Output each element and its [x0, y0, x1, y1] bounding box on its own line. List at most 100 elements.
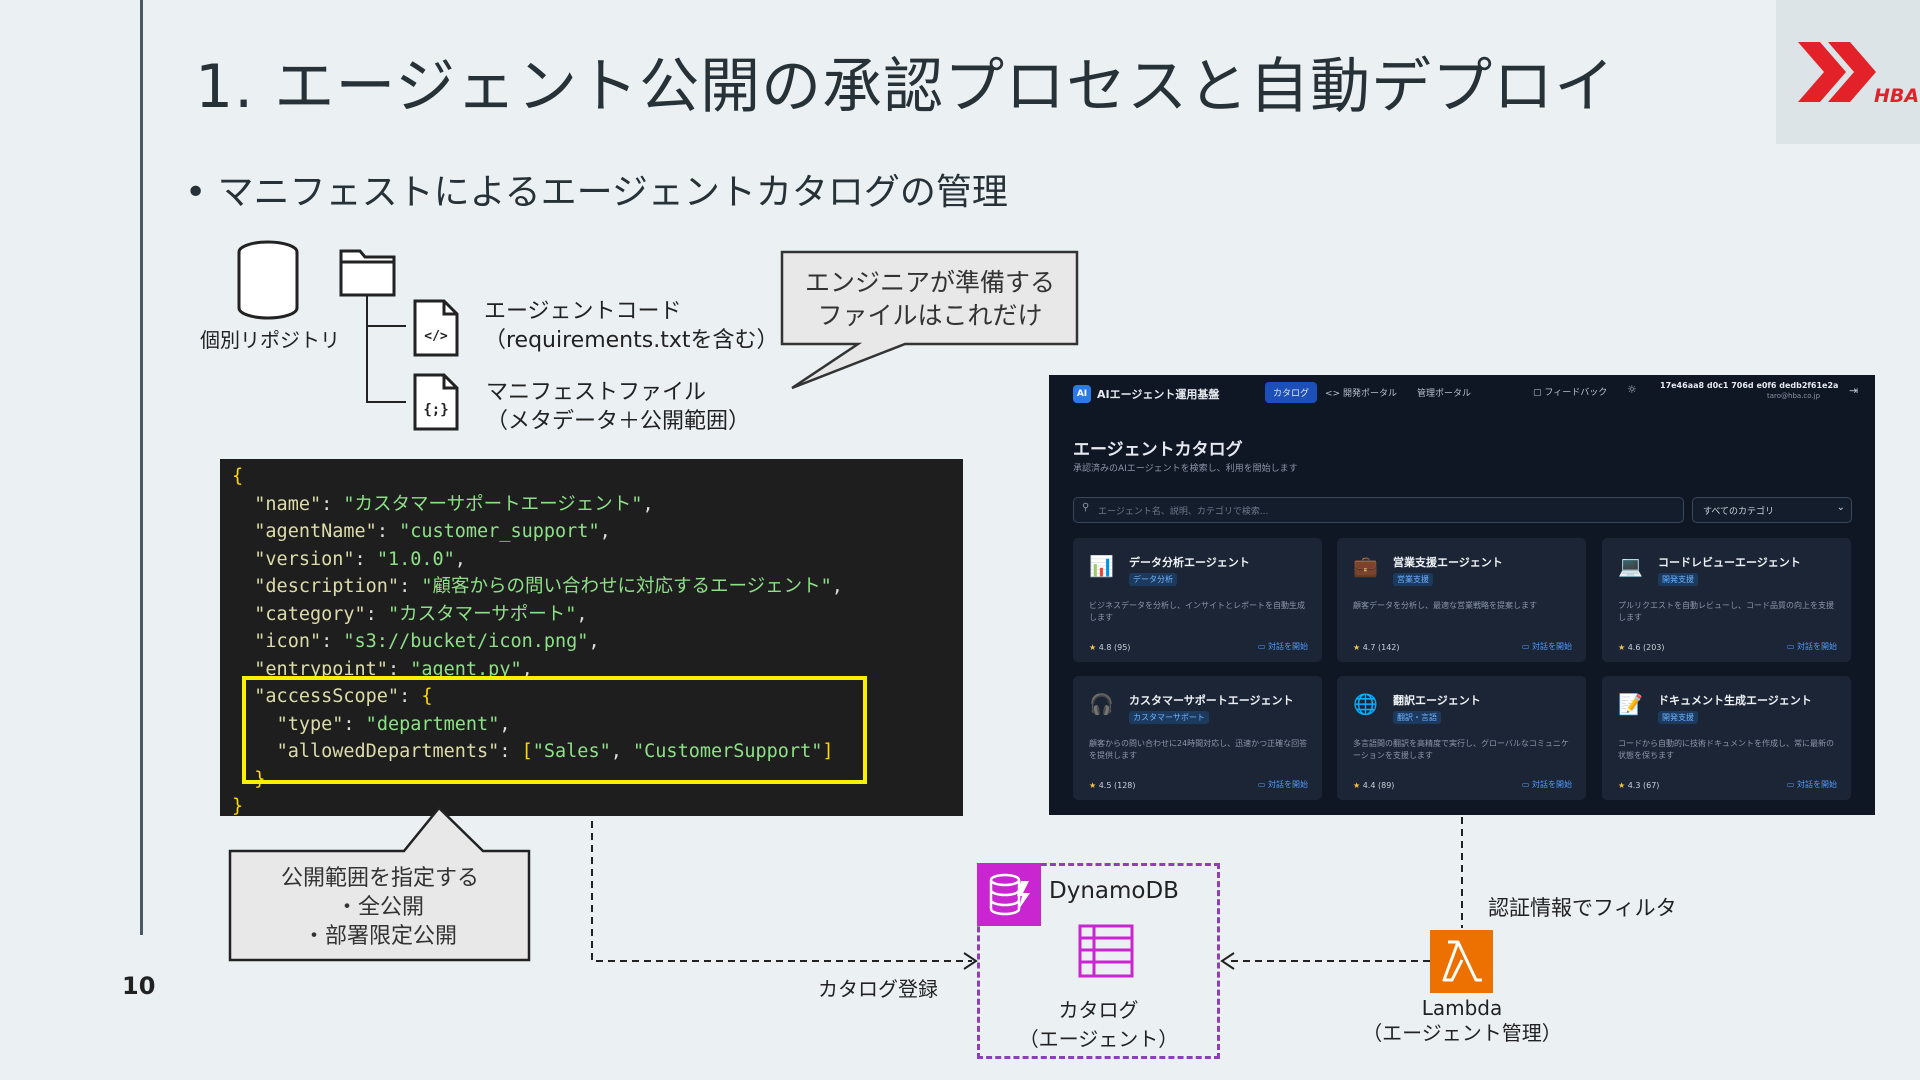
callout-line2: ・全公開 [335, 895, 424, 920]
nav-tab-admin[interactable]: 管理ポータル [1417, 389, 1472, 399]
slide-title: 1. エージェント公開の承認プロセスと自動デプロイ [195, 52, 1616, 122]
code-file-icon: </> [413, 299, 459, 357]
card-rating-count: (95) [1114, 643, 1131, 652]
search-input[interactable]: ⚲ エージェント名、説明、カテゴリで検索... [1073, 497, 1684, 523]
file-code-line2: （requirements.txtを含む） [484, 328, 779, 353]
card-description: ビジネスデータを分析し、インサイトとレポートを自動生成します [1089, 601, 1305, 622]
card-rating-count: (128) [1114, 781, 1136, 790]
card-badge: カスタマーサポート [1129, 711, 1209, 724]
document-icon: 📝 [1618, 692, 1643, 716]
category-select-value: すべてのカテゴリ [1703, 507, 1775, 517]
bubble-line1: エンジニアが準備する [804, 268, 1055, 297]
catalog-label: カタログ （エージェント） [977, 994, 1220, 1052]
card-start-button[interactable]: ▭ 対話を開始 [1522, 779, 1572, 790]
repository-label: 個別リポジトリ [200, 328, 340, 352]
folder-icon [339, 249, 396, 297]
card-start-label: 対話を開始 [1797, 780, 1837, 789]
agent-card-customer-support[interactable]: 🎧 カスタマーサポートエージェント カスタマーサポート 顧客からの問い合わせに2… [1073, 676, 1322, 800]
card-name: 営業支援エージェント [1393, 556, 1503, 569]
card-badge: 営業支援 [1393, 573, 1433, 586]
page-number: 10 [122, 972, 156, 1000]
dynamodb-glyph [989, 873, 1030, 916]
search-placeholder: エージェント名、説明、カテゴリで検索... [1098, 507, 1269, 517]
lambda-glyph [1442, 940, 1482, 982]
code-description-value: 顧客からの問い合わせに対応するエージェント [432, 576, 821, 597]
card-start-button[interactable]: ▭ 対話を開始 [1258, 641, 1308, 652]
dynamodb-group [977, 863, 1220, 1059]
code-icon-value: s3://bucket/icon.png [354, 631, 578, 652]
chart-icon: 📊 [1089, 554, 1114, 578]
star-icon: ★ [1353, 643, 1363, 652]
feedback-label: フィードバック [1544, 388, 1608, 398]
card-description: 顧客からの問い合わせに24時間対応し、迅速かつ正確な回答を提供します [1089, 739, 1308, 760]
card-rating: ★ 4.3 (67) [1618, 781, 1659, 790]
card-description: 顧客データを分析し、最適な営業戦略を提案します [1353, 601, 1537, 610]
chat-icon: ▭ [1521, 642, 1532, 651]
card-rating: ★ 4.8 (95) [1089, 643, 1130, 652]
card-rating: ★ 4.4 (89) [1353, 781, 1394, 790]
category-select[interactable]: すべてのカテゴリ ⌄ [1692, 497, 1852, 523]
file-code-line1: エージェントコード [484, 299, 682, 324]
json-icon-glyph: {;} [423, 402, 448, 418]
star-icon: ★ [1353, 781, 1363, 790]
agent-card-translation[interactable]: 🌐 翻訳エージェント 翻訳・言語 多言語間の翻訳を高精度で実行し、グローバルなコ… [1337, 676, 1586, 800]
agent-card-code-review[interactable]: 💻 コードレビューエージェント 開発支援 プルリクエストを自動レビューし、コード… [1602, 538, 1851, 662]
card-rating-count: (203) [1643, 643, 1665, 652]
code-entrypoint-value: agent.py [421, 658, 511, 680]
dynamodb-icon [977, 863, 1041, 926]
callout-line3: ・部署限定公開 [302, 924, 457, 949]
card-description: プルリクエストを自動レビューし、コード品質の向上を支援します [1618, 601, 1834, 622]
bubble-line2: ファイルはこれだけ [817, 301, 1043, 330]
catalog-label-line1: カタログ [1058, 998, 1139, 1022]
app-logo-icon: AI [1073, 385, 1091, 403]
card-name: ドキュメント生成エージェント [1658, 694, 1812, 707]
chat-icon: ▭ [1786, 642, 1797, 651]
user-email: taro@hba.co.jp [1767, 392, 1821, 400]
card-start-button[interactable]: ▭ 対話を開始 [1522, 641, 1572, 652]
lambda-icon [1430, 930, 1493, 993]
card-rating: ★ 4.7 (142) [1353, 643, 1400, 652]
code-dept2-value: CustomerSupport [644, 741, 812, 762]
app-header: AI AIエージェント運用基盤 カタログ <> 開発ポータル 管理ポータル ▢ … [1049, 375, 1875, 411]
catalog-app-screenshot: AI AIエージェント運用基盤 カタログ <> 開発ポータル 管理ポータル ▢ … [1049, 375, 1875, 815]
left-rule [140, 0, 143, 935]
dynamodb-label: DynamoDB [1049, 878, 1179, 904]
manifest-file-icon: {;} [413, 373, 459, 431]
lambda-label: Lambda （エージェント管理） [1362, 996, 1562, 1046]
card-badge: データ分析 [1129, 573, 1177, 586]
code-scope-type-value: department [376, 713, 489, 735]
card-rating-value: 4.7 [1362, 643, 1376, 652]
card-start-label: 対話を開始 [1532, 780, 1572, 789]
file-code-label: エージェントコード （requirements.txtを含む） [484, 297, 778, 355]
card-start-label: 対話を開始 [1268, 642, 1308, 651]
feedback-button[interactable]: ▢ フィードバック [1533, 385, 1607, 398]
card-name: データ分析エージェント [1129, 556, 1250, 569]
card-start-button[interactable]: ▭ 対話を開始 [1787, 779, 1837, 790]
settings-gear-icon[interactable]: ☼ [1627, 383, 1637, 396]
chat-icon: ▭ [1521, 780, 1532, 789]
bullet-point: • マニフェストによるエージェントカタログの管理 [185, 172, 1008, 213]
hba-logo-icon: HBA [1798, 42, 1919, 107]
card-start-label: 対話を開始 [1532, 642, 1572, 651]
star-icon: ★ [1089, 643, 1099, 652]
agent-card-document-gen[interactable]: 📝 ドキュメント生成エージェント 開発支援 コードから自動的に技術ドキュメントを… [1602, 676, 1851, 800]
card-rating-value: 4.5 [1098, 781, 1112, 790]
logout-icon[interactable]: ⇥ [1849, 384, 1859, 397]
catalog-heading: エージェントカタログ [1073, 440, 1243, 460]
repository-cylinder-icon [237, 240, 299, 320]
card-start-button[interactable]: ▭ 対話を開始 [1787, 641, 1837, 652]
nav-tab-catalog[interactable]: カタログ [1265, 382, 1318, 403]
agent-card-data-analysis[interactable]: 📊 データ分析エージェント データ分析 ビジネスデータを分析し、インサイトとレポ… [1073, 538, 1322, 662]
card-badge: 開発支援 [1658, 573, 1698, 586]
file-manifest-line1: マニフェストファイル [486, 380, 707, 405]
callout-text: 公開範囲を指定する ・全公開 ・部署限定公開 [230, 864, 530, 951]
chat-icon: ▭ [1257, 780, 1268, 789]
card-badge: 翻訳・言語 [1393, 711, 1441, 724]
card-start-label: 対話を開始 [1268, 780, 1308, 789]
chat-icon: ▭ [1257, 642, 1268, 651]
agent-card-sales[interactable]: 💼 営業支援エージェント 営業支援 顧客データを分析し、最適な営業戦略を提案しま… [1337, 538, 1586, 662]
code-agentname-value: customer_support [410, 521, 589, 542]
nav-tab-dev[interactable]: <> 開発ポータル [1325, 389, 1397, 399]
card-start-button[interactable]: ▭ 対話を開始 [1258, 779, 1308, 790]
